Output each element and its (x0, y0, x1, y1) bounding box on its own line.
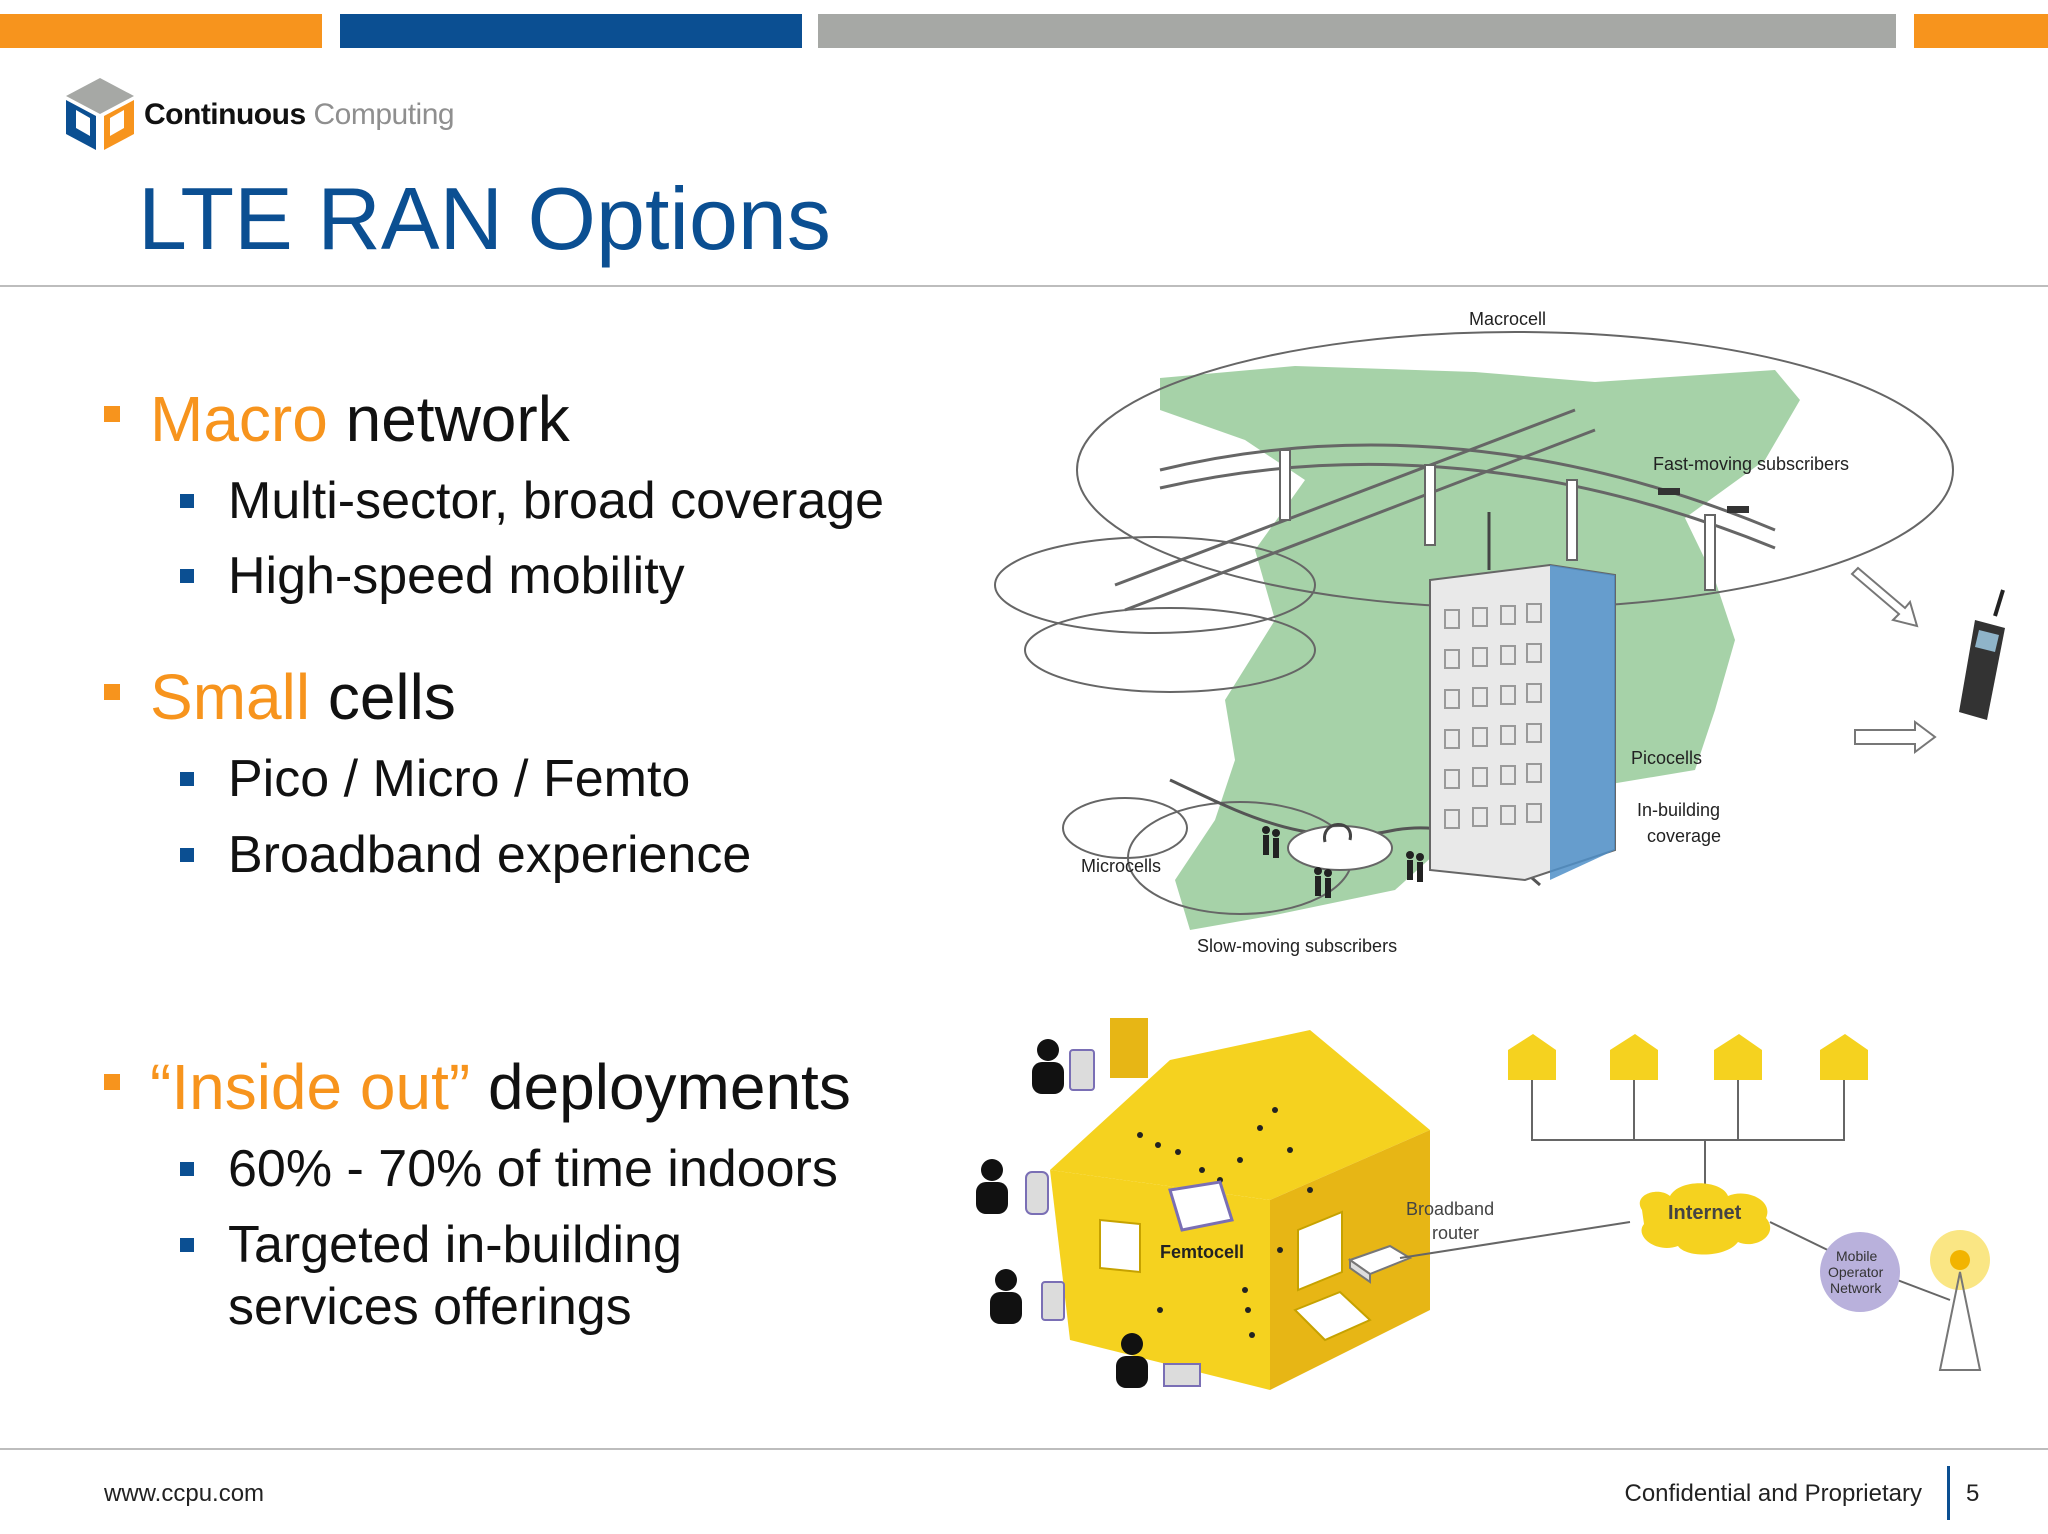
bullet-square-icon (180, 772, 194, 786)
microcell-ellipse-mid (1024, 607, 1316, 693)
bullet-square-icon (104, 406, 120, 422)
highway-lower (1159, 462, 1776, 550)
label-coverage: coverage (1647, 826, 1721, 846)
cell-tower-icon (1930, 1230, 1990, 1371)
bullet-square-icon (180, 848, 194, 862)
bullet-small-highlight: Small (150, 661, 311, 733)
mobile-phone-icon (1959, 589, 2005, 720)
slide-title: LTE RAN Options (138, 169, 831, 268)
crossing-road-b (1124, 428, 1596, 612)
label-macrocell: Macrocell (1469, 309, 1546, 329)
label-in-building: In-building (1637, 800, 1720, 820)
page-number: 5 (1966, 1480, 1980, 1507)
top-bar-orange-left (0, 14, 322, 48)
logo-strong: Continuous (144, 98, 306, 131)
sub-bullet-text: High-speed mobility (228, 547, 685, 605)
label-femtocell: Femtocell (1160, 1242, 1244, 1262)
label-microcells: Microcells (1081, 856, 1161, 876)
top-bar-blue (340, 14, 802, 48)
bullet-square-icon (104, 1074, 120, 1090)
top-bar-gray (818, 14, 1896, 48)
label-slow-moving: Slow-moving subscribers (1197, 936, 1397, 956)
bullet-square-icon (180, 494, 194, 508)
bullet-inside-highlight: “Inside out” (150, 1051, 471, 1123)
company-logo-text: Continuous Computing (144, 98, 455, 132)
sub-bullet-text: Broadband experience (228, 826, 752, 884)
cell-hierarchy-diagram: Macrocell Fast-moving subscribers Picoce… (994, 309, 2005, 956)
bullet-square-icon (180, 1162, 194, 1176)
bridge-pillars (1279, 449, 1716, 591)
user-icon (976, 1039, 1148, 1388)
sub-bullet-text: 60% - 70% of time indoors (228, 1140, 838, 1198)
label-fast-moving: Fast-moving subscribers (1653, 454, 1849, 474)
sub-bullet-text: Multi-sector, broad coverage (228, 472, 885, 530)
sub-bullet-text: Pico / Micro / Femto (228, 750, 691, 808)
bullet-small-rest: cells (310, 661, 456, 733)
label-mno-3: Network (1830, 1280, 1882, 1296)
header-divider (0, 285, 2048, 287)
footer-url: www.ccpu.com (104, 1480, 265, 1507)
bullet-inside-rest: deployments (470, 1051, 851, 1123)
label-broadband: Broadband (1406, 1199, 1494, 1219)
label-picocells: Picocells (1631, 748, 1702, 768)
sub-bullet-text: Targeted in-building (228, 1216, 682, 1274)
bullet-square-icon (180, 1238, 194, 1252)
house-network-lines (1531, 1080, 1845, 1195)
link-router-internet (1399, 1221, 1631, 1259)
label-mno-1: Mobile (1836, 1248, 1877, 1264)
fountain-plaza (1287, 823, 1393, 871)
bullet-square-icon (104, 684, 120, 700)
coverage-dots (1137, 1107, 1313, 1338)
microcell-ellipse-small (1062, 797, 1188, 859)
sub-bullet-text: services offerings (228, 1278, 632, 1336)
cube-logo-icon (66, 78, 134, 150)
femtocell-device-icon (1168, 1180, 1234, 1232)
footer-separator (1947, 1466, 1950, 1520)
femtocell-deployment-diagram: Femtocell Broadband router Internet Mobi… (976, 1018, 1990, 1390)
pedestrian-group-icon (1262, 826, 1424, 898)
device-icon (1025, 1049, 1201, 1387)
bullet-macro-highlight: Macro (150, 383, 328, 455)
arrow-icon (1850, 566, 1937, 754)
logo-light: Computing (313, 98, 455, 131)
label-router: router (1432, 1223, 1479, 1243)
bullet-square-icon (180, 569, 194, 583)
car-icon (1658, 488, 1749, 513)
bullet-macro-rest: network (327, 383, 570, 455)
top-bar-orange-right (1914, 14, 2048, 48)
link-mno-tower (1891, 1277, 1951, 1301)
footer-divider (0, 1448, 2048, 1450)
label-mno-2: Operator (1828, 1264, 1884, 1280)
office-tower (1429, 512, 1616, 882)
house-row (1508, 1034, 1868, 1080)
crossing-road-a (1114, 408, 1576, 587)
mno-circle-icon (1820, 1232, 1900, 1312)
microcell-ellipse-left (994, 536, 1316, 634)
footer-confidential: Confidential and Proprietary (1624, 1480, 1922, 1507)
broadband-router-icon (1347, 1244, 1413, 1284)
internet-cloud-icon (1639, 1183, 1771, 1255)
label-internet: Internet (1668, 1202, 1742, 1224)
house-main (1050, 1018, 1430, 1390)
